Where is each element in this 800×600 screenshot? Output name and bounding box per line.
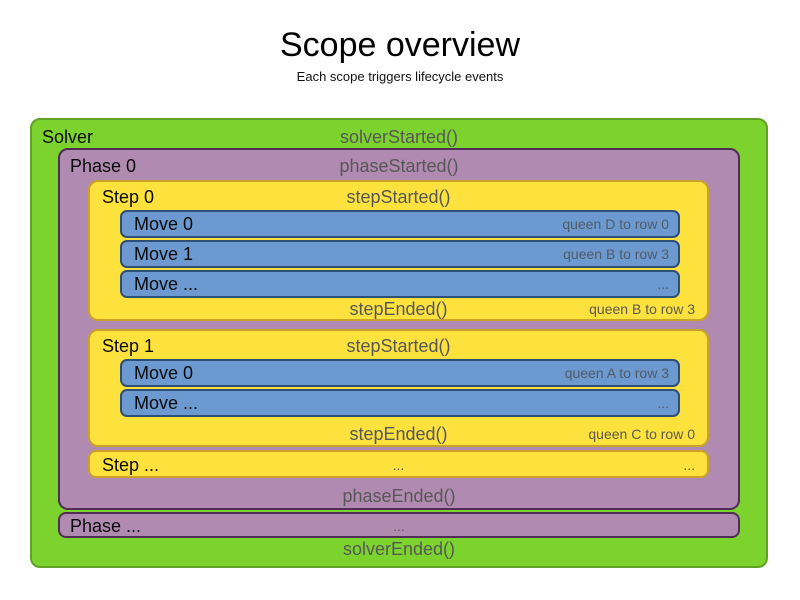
step0-ended-note: queen B to row 3	[589, 301, 695, 317]
phase-started-event: phaseStarted()	[339, 156, 459, 176]
solver-ended-event: solverEnded()	[342, 539, 456, 559]
step1-ended-event: stepEnded()	[349, 424, 448, 444]
step1-label: Step 1	[102, 336, 155, 356]
step1-started-event: stepStarted()	[346, 336, 451, 356]
step0-move0-note: queen D to row 0	[562, 216, 669, 232]
step0-started-event: stepStarted()	[346, 187, 451, 207]
phase0-scope-box: Phase 0 phaseStarted() Step 0 stepStarte…	[58, 148, 740, 510]
phase-more-label: Phase ...	[70, 516, 142, 536]
step0-move0-box: Move 0 queen D to row 0	[120, 210, 680, 238]
step1-scope-box: Step 1 stepStarted() Move 0 queen A to r…	[88, 329, 709, 447]
step1-ended-note: queen C to row 0	[588, 426, 695, 442]
step-more-box: Step ... ... ...	[88, 450, 709, 478]
step-more-center-ellipsis: ...	[392, 457, 405, 473]
step0-move-more-box: Move ... ...	[120, 270, 680, 298]
step-more-label: Step ...	[102, 455, 160, 475]
solver-label: Solver	[42, 127, 94, 147]
phase0-label: Phase 0	[70, 156, 137, 176]
phase-ended-event: phaseEnded()	[342, 486, 456, 506]
step-more-right-ellipsis: ...	[683, 457, 695, 473]
page-title: Scope overview	[279, 26, 520, 64]
page-subtitle: Each scope triggers lifecycle events	[296, 69, 504, 84]
step0-move1-box: Move 1 queen B to row 3	[120, 240, 680, 268]
step1-move0-note: queen A to row 3	[564, 365, 669, 381]
step1-move0-label: Move 0	[134, 363, 194, 383]
solver-scope-box: Solver solverStarted() Phase 0 phaseStar…	[30, 118, 768, 568]
step1-move-more-box: Move ... ...	[120, 389, 680, 417]
solver-started-event: solverStarted()	[339, 127, 459, 147]
phase-more-center-ellipsis: ...	[393, 518, 405, 534]
step0-move1-label: Move 1	[134, 244, 194, 264]
step0-move-more-note: ...	[657, 276, 669, 292]
step0-label: Step 0	[102, 187, 155, 207]
step0-ended-event: stepEnded()	[349, 299, 448, 319]
step0-move1-note: queen B to row 3	[563, 246, 669, 262]
phase-more-box: Phase ... ...	[58, 512, 740, 538]
step1-move-more-note: ...	[657, 395, 669, 411]
step0-move-more-label: Move ...	[134, 274, 199, 294]
step0-move0-label: Move 0	[134, 214, 194, 234]
step1-move0-box: Move 0 queen A to row 3	[120, 359, 680, 387]
step0-scope-box: Step 0 stepStarted() Move 0 queen D to r…	[88, 180, 709, 321]
step1-move-more-label: Move ...	[134, 393, 199, 413]
